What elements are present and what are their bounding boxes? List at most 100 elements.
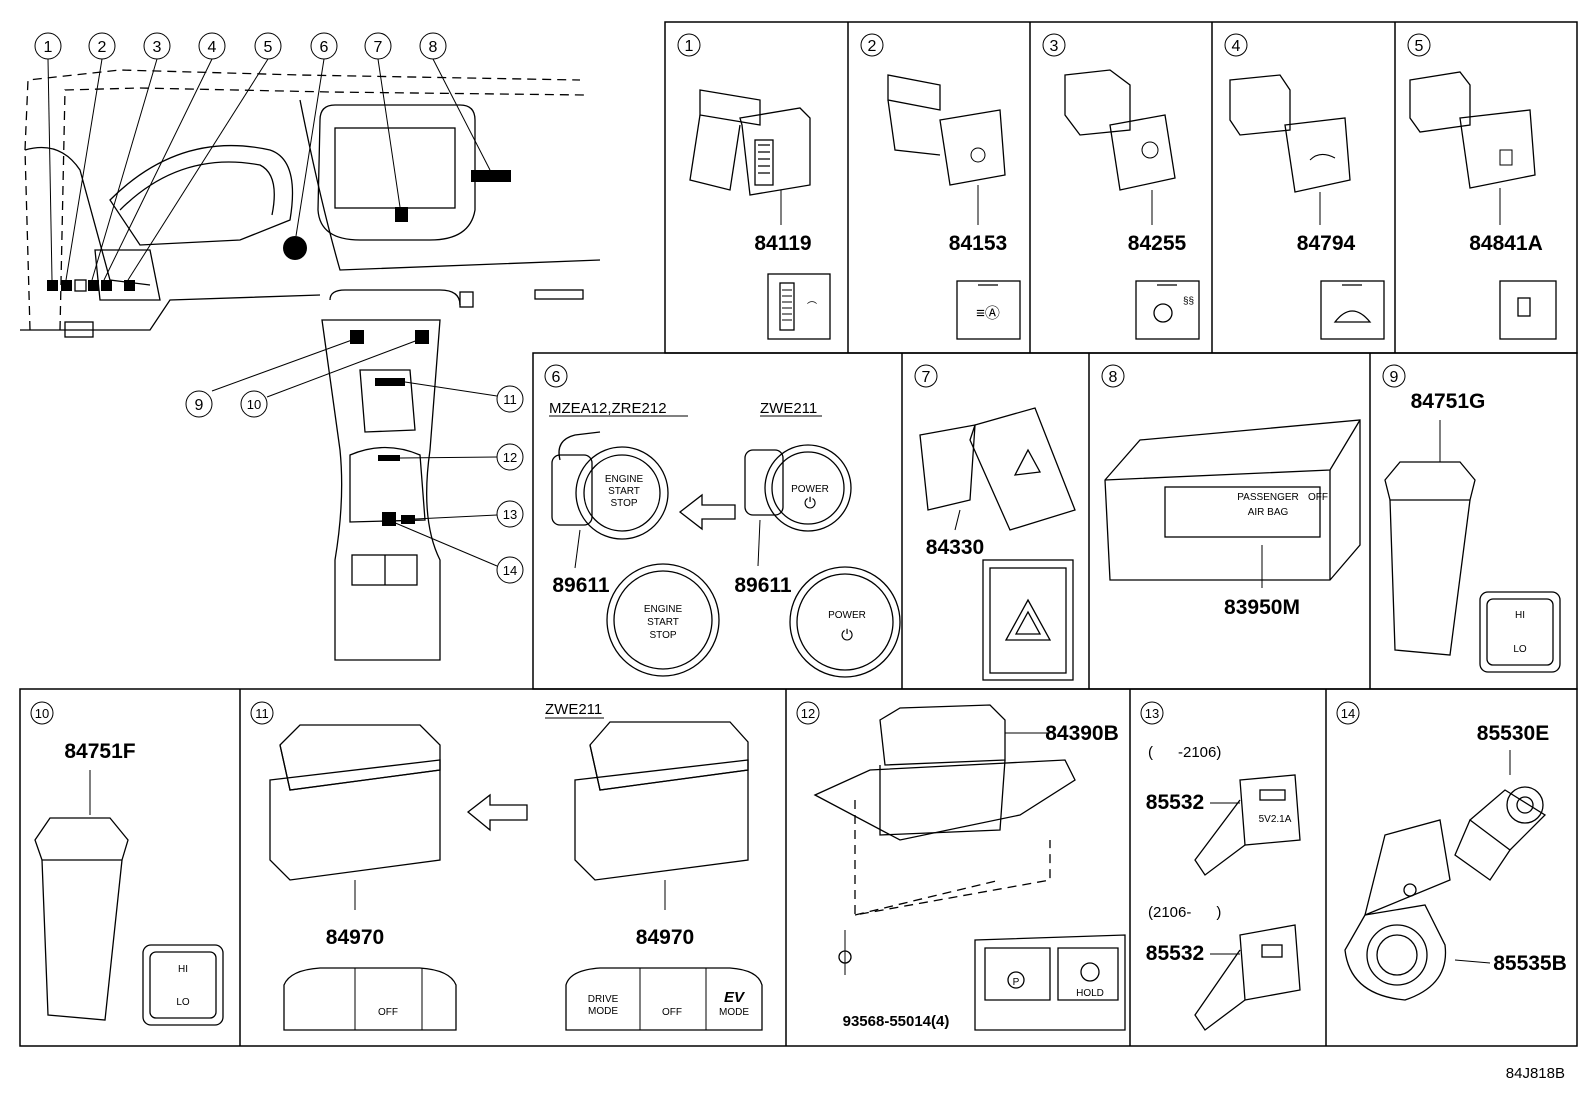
callout-14[interactable]: 14: [496, 556, 524, 584]
part-number-84153: 84153: [949, 232, 1007, 255]
svg-text:2: 2: [868, 38, 877, 55]
panel-14[interactable]: 14 85530E 85535B: [1336, 701, 1567, 1001]
svg-text:5: 5: [1415, 38, 1424, 55]
variant-label-left: MZEA12,ZRE212: [549, 400, 667, 417]
callout-6[interactable]: 6: [310, 32, 338, 60]
callout-8[interactable]: 8: [419, 32, 447, 60]
svg-text:14: 14: [1341, 706, 1355, 721]
svg-text:STOP: STOP: [649, 630, 676, 641]
svg-text:10: 10: [247, 397, 261, 412]
svg-text:6: 6: [320, 39, 329, 56]
panel-3[interactable]: 3 84255 §§: [1042, 33, 1200, 340]
hazard-icon: [1013, 448, 1042, 476]
arrow-left-icon: [466, 793, 528, 832]
svg-text:3: 3: [153, 39, 162, 56]
leader-lines: [47, 58, 498, 567]
svg-text:MODE: MODE: [588, 1006, 618, 1017]
callout-1[interactable]: 1: [34, 32, 62, 60]
callout-2[interactable]: 2: [88, 32, 116, 60]
variant-label-right: ZWE211: [760, 400, 817, 417]
part-number-84751G: 84751G: [1411, 390, 1486, 413]
part-number-89611-right: 89611: [734, 574, 792, 597]
svg-text:START: START: [647, 617, 679, 628]
svg-text:LO: LO: [176, 997, 190, 1008]
svg-text:6: 6: [552, 369, 561, 386]
part-number-85532-top: 85532: [1146, 791, 1204, 814]
svg-text:10: 10: [35, 706, 49, 721]
svg-text:13: 13: [1145, 706, 1159, 721]
svg-text:PASSENGER: PASSENGER: [1237, 492, 1299, 503]
svg-text:DRIVE: DRIVE: [588, 994, 619, 1005]
svg-text:HOLD: HOLD: [1076, 988, 1104, 999]
svg-text:8: 8: [429, 39, 438, 56]
part-number-84119: 84119: [754, 232, 811, 255]
panel-4[interactable]: 4 84794: [1224, 33, 1385, 340]
part-number-84794: 84794: [1297, 232, 1356, 255]
panel-8[interactable]: 8 PASSENGER AIR BAG OFF 83950M: [1101, 364, 1361, 619]
svg-text:9: 9: [1390, 369, 1399, 386]
svg-text:≡Ⓐ: ≡Ⓐ: [976, 305, 1000, 322]
panel-2[interactable]: 2 84153 ≡Ⓐ: [860, 33, 1021, 340]
svg-text:START: START: [608, 486, 640, 497]
svg-text:3: 3: [1050, 38, 1059, 55]
callout-7[interactable]: 7: [364, 32, 392, 60]
svg-text:LO: LO: [1513, 644, 1527, 655]
svg-text:12: 12: [801, 706, 815, 721]
svg-text:⌒: ⌒: [807, 301, 817, 313]
svg-text:7: 7: [922, 369, 931, 386]
svg-text:2: 2: [98, 39, 107, 56]
callout-3[interactable]: 3: [143, 32, 171, 60]
svg-text:AIR BAG: AIR BAG: [1248, 507, 1289, 518]
svg-text:14: 14: [503, 563, 517, 578]
part-number-85532-bottom: 85532: [1146, 942, 1204, 965]
hazard-icon: [1004, 598, 1052, 641]
part-number-89611-left: 89611: [552, 574, 610, 597]
overview-callouts: 1 2 3 4 5 6 7 8 9 10 11 12 13 14: [34, 32, 524, 584]
part-number-85530E: 85530E: [1477, 722, 1549, 745]
part-number-84751F: 84751F: [64, 740, 135, 763]
overview-dashboard: 1 2 3 4 5 6 7 8 9 10 11 12 13 14: [20, 32, 601, 661]
panel-13[interactable]: 13 ( -2106) 85532 5V2.1A (2106- ) 85532: [1140, 701, 1301, 1031]
callout-9[interactable]: 9: [185, 390, 213, 418]
svg-text:1: 1: [44, 39, 53, 56]
callout-10[interactable]: 10: [240, 390, 268, 418]
panel-1-index: 1: [685, 38, 694, 55]
svg-text:11: 11: [503, 392, 517, 407]
panel-11[interactable]: 11 ZWE211 84970 OFF 84970 DRIVE MODE OFF…: [250, 701, 763, 1031]
part-number-84330: 84330: [926, 536, 984, 559]
panel-5[interactable]: 5 84841A: [1407, 33, 1557, 340]
svg-text:9: 9: [195, 397, 204, 414]
panel-1[interactable]: 1 84119 ⌒: [677, 33, 831, 340]
callout-11[interactable]: 11: [496, 385, 524, 413]
part-number-84841A: 84841A: [1469, 232, 1543, 255]
callout-4[interactable]: 4: [198, 32, 226, 60]
arrow-left-icon: [678, 493, 736, 531]
svg-text:P: P: [1013, 977, 1020, 988]
part-number-93568-55014: 93568-55014(4): [843, 1013, 950, 1030]
svg-text:HI: HI: [1515, 610, 1525, 621]
panel-12[interactable]: 12 84390B 93568-55014(4) P HOLD: [796, 701, 1126, 1031]
part-number-85535B: 85535B: [1493, 952, 1567, 975]
svg-text:5: 5: [264, 39, 273, 56]
part-number-84255: 84255: [1128, 232, 1187, 255]
svg-text:§§: §§: [1183, 296, 1194, 307]
location-markers: [47, 170, 511, 526]
panel-6[interactable]: 6 MZEA12,ZRE212 ZWE211 ENGINE START STOP…: [544, 364, 901, 678]
svg-text:5V2.1A: 5V2.1A: [1259, 814, 1292, 825]
diagram-code: 84J818B: [1506, 1065, 1565, 1082]
svg-text:ENGINE: ENGINE: [605, 474, 644, 485]
svg-text:8: 8: [1109, 369, 1118, 386]
panel-10[interactable]: 10 84751F HI LO: [30, 701, 224, 1026]
part-number-84970-left: 84970: [326, 926, 384, 949]
svg-text:7: 7: [374, 39, 383, 56]
svg-text:OFF: OFF: [378, 1007, 398, 1018]
callout-12[interactable]: 12: [496, 443, 524, 471]
panel-9[interactable]: 9 84751G HI LO: [1382, 364, 1561, 673]
svg-text:EV: EV: [724, 989, 746, 1006]
callout-5[interactable]: 5: [254, 32, 282, 60]
panel-7[interactable]: 7 84330: [914, 364, 1076, 681]
svg-text:OFF: OFF: [662, 1007, 682, 1018]
svg-text:STOP: STOP: [610, 498, 637, 509]
callout-13[interactable]: 13: [496, 500, 524, 528]
